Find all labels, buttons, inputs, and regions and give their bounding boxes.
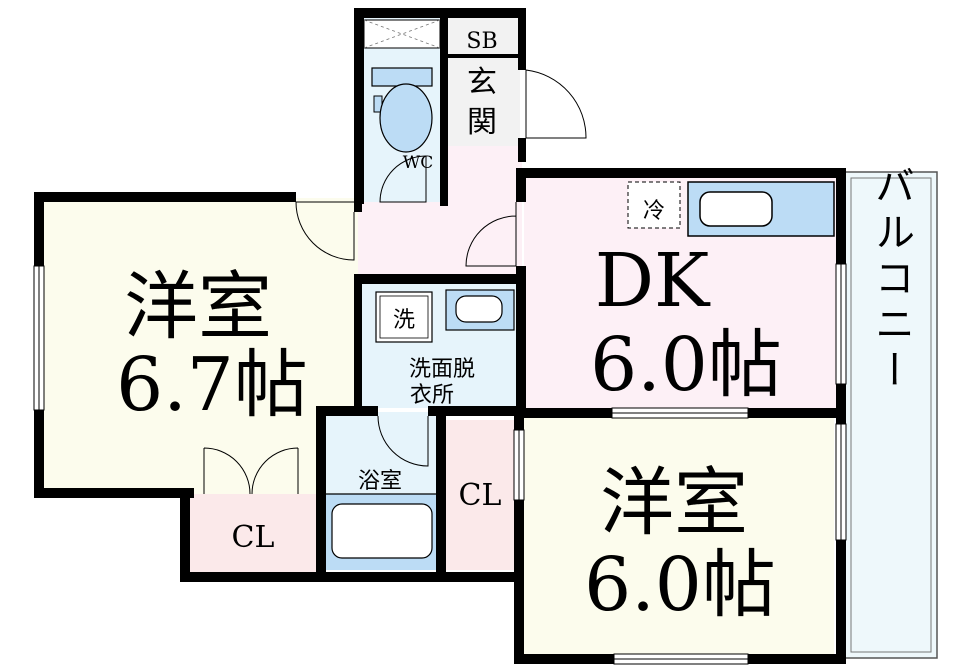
balcony-label: バルコニー [868, 165, 914, 395]
wall-hall-right-low [516, 266, 526, 412]
kitchen-sink [699, 191, 773, 227]
wall-west-b-right [836, 540, 846, 664]
bath-door-swing [377, 415, 429, 467]
wall-west-b-bottom-fill [514, 654, 614, 664]
wall-bath-right [436, 406, 446, 582]
wall-entrance-right-low [518, 138, 526, 162]
wall-dk-right [836, 168, 846, 264]
wall-west-a-bottom [34, 488, 194, 498]
entrance-door-swing [525, 69, 587, 139]
closet-middle-label: CL [459, 478, 502, 513]
western-room-a-name: 洋室 [124, 264, 272, 350]
wall-washroom-bottom-b [428, 406, 526, 416]
western-room-b-size: 6.0帖 [584, 542, 776, 628]
washer-label: 洗 [393, 308, 415, 333]
washroom-label-line1: 洗面脱 [409, 357, 475, 382]
bathtub-basin [331, 503, 433, 559]
closet-left-door-swing-a [203, 447, 251, 495]
balcony-floor [844, 171, 938, 659]
bath-label: 浴室 [358, 469, 402, 494]
toilet-door-swing [379, 155, 427, 203]
toilet-label: WC [403, 153, 433, 173]
entrance-floor [446, 58, 520, 146]
wall-dk-bottom-b [748, 408, 846, 418]
shoe-box-floor [446, 14, 520, 58]
washer-inner [379, 295, 429, 339]
dk-size: 6.0帖 [590, 322, 782, 408]
wall-dk-bottom [516, 408, 612, 418]
wall-entrance-right [518, 8, 526, 70]
wall-hall-bottom [354, 274, 526, 284]
wall-hall-right [516, 176, 526, 202]
wall-closet-left-right [316, 408, 326, 578]
closet-middle-floor [446, 420, 518, 570]
storage-cross-b [363, 19, 441, 49]
fridge-label: 冷 [643, 199, 665, 224]
fridge-space [627, 181, 681, 229]
wall-closet-mid-right-low [514, 500, 524, 664]
toilet-tank [371, 67, 433, 87]
entrance-label-bottom: 関 [467, 105, 497, 140]
western-room-b-name: 洋室 [600, 460, 748, 546]
wall-sb-divider [446, 54, 520, 58]
washer-space [375, 291, 433, 343]
wall-west-a-top [34, 192, 296, 202]
closet-left-floor [186, 494, 320, 576]
wall-closet-left-bottom [180, 572, 522, 582]
wall-dk-right-low [836, 384, 846, 424]
wall-dk-top [516, 168, 846, 178]
closet-left-label: CL [232, 520, 275, 555]
dk-name: DK [595, 238, 711, 324]
wash-basin-bowl [455, 295, 503, 323]
wall-west-a-right [354, 276, 362, 412]
western-room-a-size: 6.7帖 [116, 342, 308, 428]
closet-left-door-swing-b [251, 447, 299, 495]
wall-wc-right [440, 8, 448, 206]
washroom-label-line2: 衣所 [410, 383, 454, 408]
dk-door-swing [465, 202, 517, 267]
toilet-bowl-icon [379, 83, 433, 153]
western-room-a-floor [40, 198, 358, 494]
shoe-box-label: SB [466, 29, 497, 54]
balcony-inner-line [850, 177, 932, 653]
storage-cross-a [363, 19, 441, 49]
western-a-door-swing [295, 201, 355, 261]
wall-wc-left [354, 8, 364, 204]
wall-closet-left-left [180, 488, 190, 580]
western-room-b-floor [522, 418, 834, 656]
wall-washroom-bottom [316, 406, 378, 416]
entrance-label-top: 玄 [467, 65, 497, 100]
